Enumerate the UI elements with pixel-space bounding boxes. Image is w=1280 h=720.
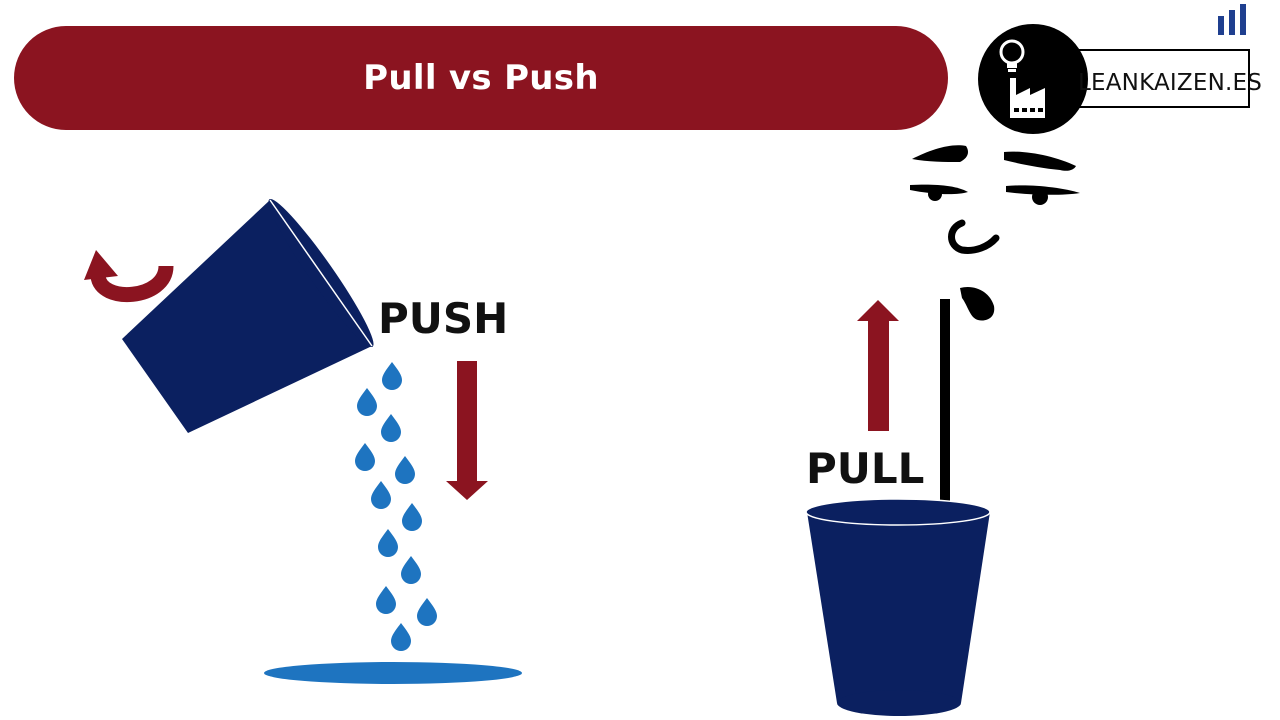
logo-text: LEANKAIZEN.ES — [1078, 70, 1263, 96]
water-drop-icon — [391, 623, 411, 651]
rotate-arrow-icon — [84, 250, 174, 302]
water-drop-icon — [376, 586, 396, 614]
water-drop-icon — [355, 443, 375, 471]
water-drop-icon — [417, 598, 437, 626]
title-bar: Pull vs Push — [14, 26, 948, 130]
water-drop-icon — [395, 456, 415, 484]
factory-icon — [1010, 78, 1045, 118]
straw — [940, 299, 950, 513]
water-puddle — [264, 662, 522, 684]
water-drop-icon — [357, 388, 377, 416]
tilted-bucket — [122, 198, 374, 433]
push-label: PUSH — [378, 294, 509, 343]
water-drop-icon — [381, 414, 401, 442]
water-drop-icon — [401, 556, 421, 584]
bucket — [805, 498, 991, 716]
up-arrow-icon — [857, 300, 899, 431]
logo — [978, 4, 1250, 134]
face-icon — [910, 145, 1080, 321]
water-drop-icon — [378, 529, 398, 557]
lightbulb-icon — [999, 39, 1025, 72]
down-arrow-icon — [446, 361, 488, 500]
bar-chart-icon — [1218, 4, 1246, 35]
water-drop-icon — [402, 503, 422, 531]
pull-label: PULL — [806, 444, 925, 493]
water-drop-icon — [371, 481, 391, 509]
water-drops — [355, 362, 437, 651]
water-drop-icon — [382, 362, 402, 390]
page-title: Pull vs Push — [363, 58, 599, 98]
